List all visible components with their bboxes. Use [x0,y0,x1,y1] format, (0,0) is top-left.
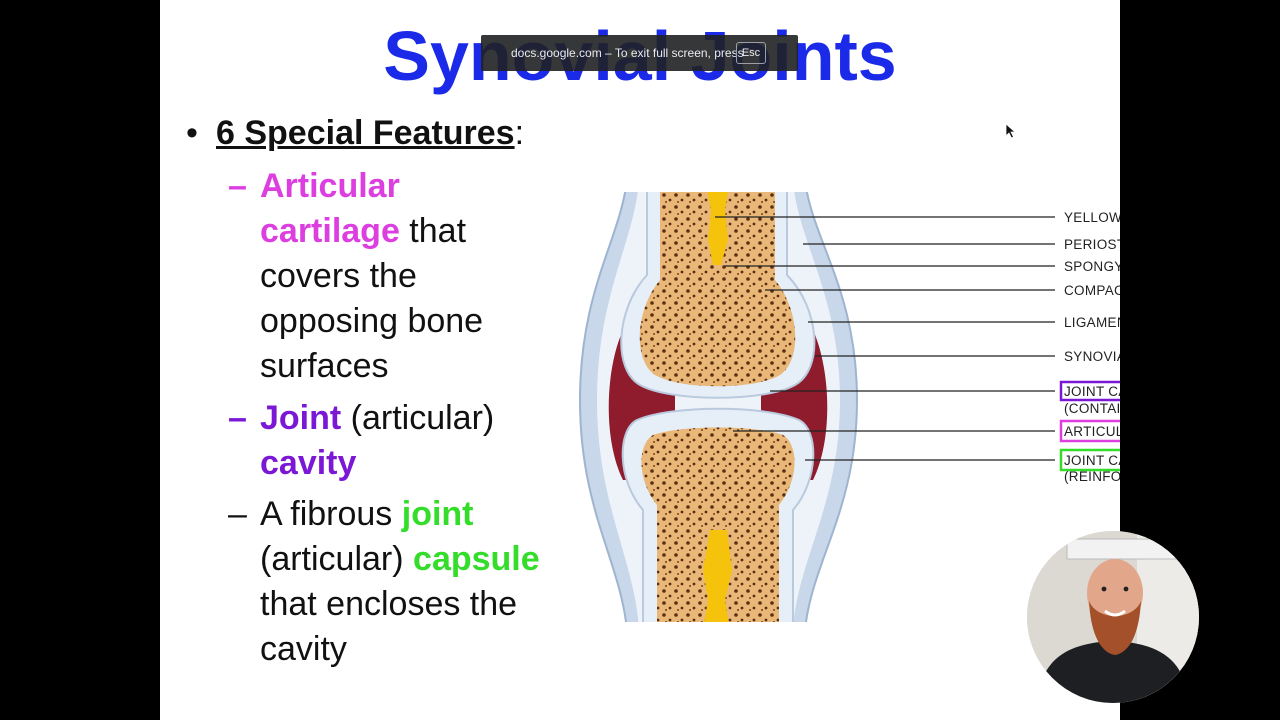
sub-bullet-dash: – [228,495,247,533]
text-segment: surfaces [260,347,389,385]
label-joint-cavity-note: (CONTAINS SYNOVIAL FLUID) [1064,401,1120,416]
presenter-avatar-icon [1027,531,1199,703]
text-segment: opposing bone [260,302,484,340]
webcam-overlay [1027,531,1199,703]
label-ligament: LIGAMENT [1064,315,1120,330]
text-segment: A fibrous [260,495,402,533]
joint-illustration [578,192,859,622]
label-yellow-bone-marrow: YELLOW BONE MARROW [1064,210,1120,225]
sub-bullet-line: A fibrous joint [260,492,474,537]
label-compact-bone: COMPACT BONE [1064,283,1120,298]
sub-bullet-line: covers the [260,254,417,299]
text-segment: covers the [260,257,417,295]
yellow-marrow-lower [703,530,732,622]
text-segment: (articular) [260,540,414,578]
sub-bullet-line: cartilage that [260,209,466,254]
label-joint-capsule-note: (REINFORCED BY LIGAMENTS) [1064,469,1120,484]
fullscreen-message: docs.google.com – To exit full screen, p… [511,46,744,60]
sub-bullet-line: (articular) capsule [260,537,540,582]
sub-bullet-dash: – [228,399,247,437]
label-spongy-bone: SPONGY BONE [1064,259,1120,274]
text-segment: Articular [260,167,400,205]
text-segment: joint [401,495,474,533]
joint-capsule-highlight-box [1059,448,1120,472]
sub-bullet-line: Articular [260,164,400,209]
bullet-marker: • [186,114,198,152]
articular-cartilage-highlight-box [1059,419,1120,443]
label-articular-cartilage: ARTICULAR CARTILAGE [1064,424,1120,439]
presentation-slide: Synovial Joints •6 Special Features: –Ar… [160,0,1120,720]
leader-lines [715,216,1055,461]
sub-bullet-line: cavity [260,627,347,672]
main-bullet: • 6 Special Features: [186,112,524,154]
sub-bullet-line: cavity [260,441,356,486]
text-segment: cartilage [260,212,400,250]
text-segment: cavity [260,444,357,482]
sub-bullet-line: opposing bone [260,299,483,344]
text-segment: that encloses the [260,585,518,623]
synovial-joint-diagram: YELLOW BONE MARROW PERIOSTEUM SPONGY BON… [578,192,1120,622]
sub-bullet-line: that encloses the [260,582,517,627]
label-joint-cavity: JOINT CAVITY [1064,384,1120,399]
text-segment: (articular) [341,399,495,437]
text-segment: that [399,212,467,250]
sub-bullet-line: Joint (articular) [260,396,494,441]
bullet-suffix: : [514,114,525,152]
sub-bullet-dash: – [228,167,247,205]
label-joint-capsule: JOINT CAPSULE [1064,453,1120,468]
fullscreen-notification: docs.google.com – To exit full screen, p… [481,35,798,71]
bullet-title: 6 Special Features [216,114,515,152]
joint-cavity-highlight-box [1059,380,1120,402]
mouse-cursor-icon [1006,124,1017,139]
esc-key-badge: Esc [736,42,766,64]
label-synovial-membrane: SYNOVIAL MEMBRANE [1064,349,1120,364]
text-segment: capsule [413,540,540,578]
sub-bullet-line: surfaces [260,344,389,389]
label-periosteum: PERIOSTEUM [1064,237,1120,252]
text-segment: Joint [260,399,342,437]
text-segment: cavity [260,630,347,668]
yellow-marrow-upper [707,192,728,265]
